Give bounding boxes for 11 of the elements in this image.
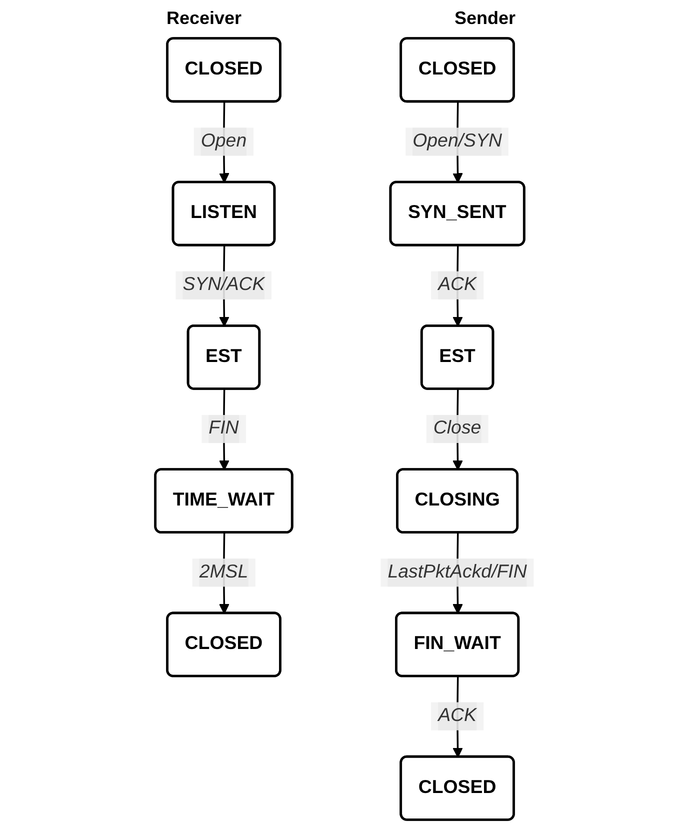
column-heading: Receiver (166, 8, 242, 29)
edge-label: ACK (438, 274, 476, 295)
edge-label: FIN (208, 418, 239, 438)
edge-label: Open (200, 131, 246, 152)
edge-label: LastPktAckd/FIN (388, 562, 527, 582)
edge-label: 2MSL (199, 562, 248, 582)
column-heading: Sender (454, 8, 516, 29)
edge-label: Open/SYN (412, 131, 502, 152)
edge-label: ACK (438, 706, 476, 726)
edge-label: Close (433, 418, 482, 438)
edge-label: SYN/ACK (182, 274, 265, 295)
